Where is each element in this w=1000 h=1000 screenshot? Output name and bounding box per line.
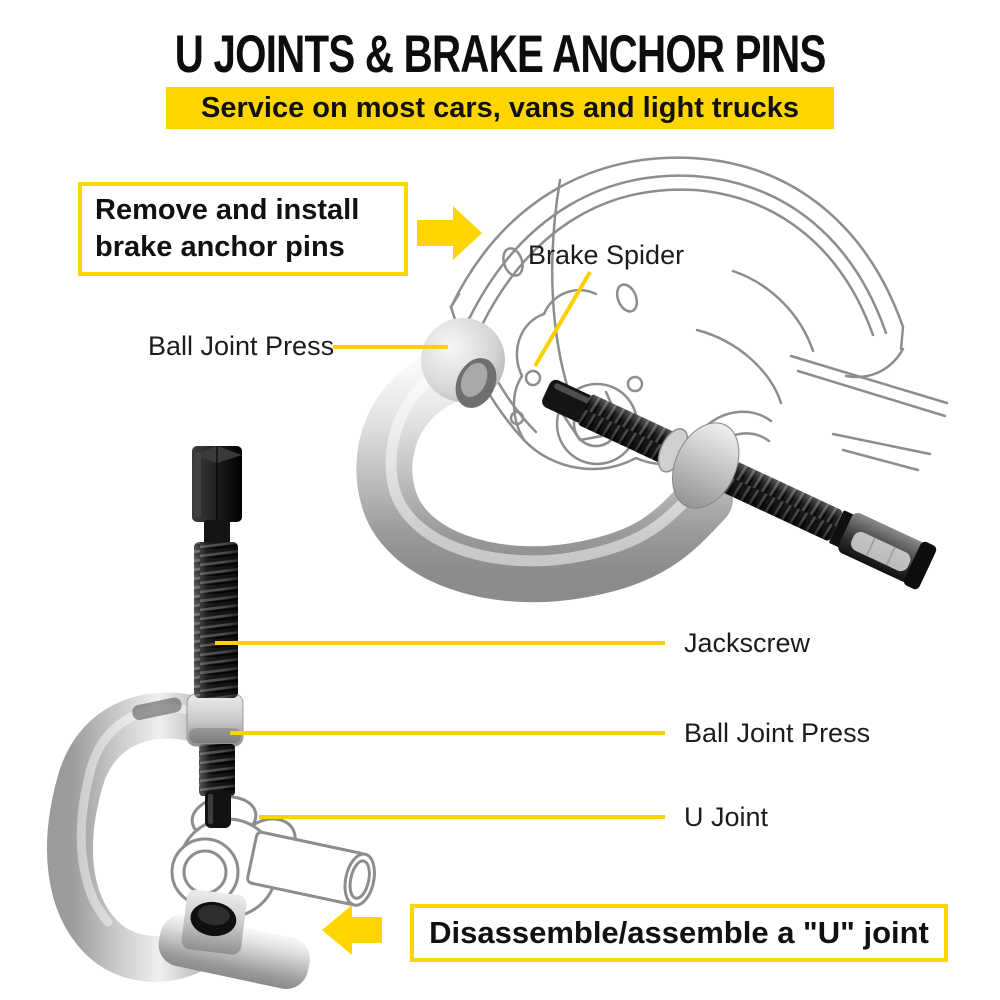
arrow-right-icon xyxy=(417,206,482,260)
vertical-press-tool xyxy=(46,446,376,989)
page-title-text: U JOINTS & BRAKE ANCHOR PINS xyxy=(174,25,827,84)
jackscrew-horizontal xyxy=(542,379,937,590)
leader-brake-spider xyxy=(533,270,592,368)
label-jackscrew: Jackscrew xyxy=(684,628,811,658)
callout-top-line1: Remove and install xyxy=(95,194,360,226)
subtitle-banner: Service on most cars, vans and light tru… xyxy=(166,87,834,129)
label-brake-spider: Brake Spider xyxy=(528,240,685,270)
c-frame-horizontal xyxy=(356,318,733,603)
page-title: U JOINTS & BRAKE ANCHOR PINS xyxy=(0,24,1000,85)
press-collar xyxy=(186,693,244,747)
brake-drum-line-art xyxy=(449,156,949,472)
frame-right-boss xyxy=(672,422,740,509)
hex-adapter xyxy=(829,510,937,590)
anvil xyxy=(181,889,247,955)
callout-remove-install: Remove and install brake anchor pins xyxy=(78,182,408,276)
label-ball-joint-press-top: Ball Joint Press xyxy=(148,331,335,361)
callout-top-line2: brake anchor pins xyxy=(95,231,345,263)
subtitle-text: Service on most cars, vans and light tru… xyxy=(201,91,799,124)
arrow-left-icon xyxy=(322,905,382,955)
horizontal-press-tool xyxy=(356,318,937,603)
callout-bottom-text: Disassemble/assemble a "U" joint xyxy=(429,915,929,950)
callout-disassemble-ujoint: Disassemble/assemble a "U" joint xyxy=(410,904,948,962)
jackscrew-vertical xyxy=(192,446,242,828)
label-u-joint: U Joint xyxy=(684,802,769,832)
label-ball-joint-press-bottom: Ball Joint Press xyxy=(684,718,871,748)
leader-lines xyxy=(215,270,665,819)
